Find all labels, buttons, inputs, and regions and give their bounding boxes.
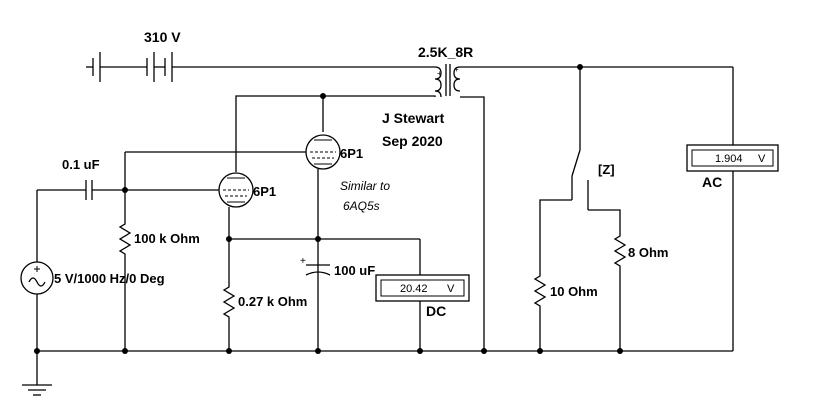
tube-upper[interactable] xyxy=(305,134,341,170)
transformer-label: 2.5K_8R xyxy=(418,44,473,60)
cathode-capacitor[interactable]: + xyxy=(300,256,331,276)
svg-text:+: + xyxy=(300,256,306,267)
source-label: 5 V/1000 Hz/0 Deg xyxy=(54,271,165,286)
load-10-ohm[interactable] xyxy=(533,272,547,351)
svg-text:+: + xyxy=(454,65,459,74)
load-10-label: 10 Ohm xyxy=(550,284,598,299)
cathode-resistor[interactable] xyxy=(222,239,236,351)
note-line2: 6AQ5s xyxy=(343,199,380,213)
dc-meter-value: 20.42 xyxy=(400,283,428,295)
ac-meter-unit: V xyxy=(758,153,766,165)
cathode-resistor-label: 0.27 k Ohm xyxy=(238,294,307,309)
svg-text:+: + xyxy=(437,69,442,78)
grid-resistor-label: 100 k Ohm xyxy=(134,231,200,246)
tube-lower[interactable] xyxy=(218,172,254,208)
ac-meter-label: AC xyxy=(702,174,722,190)
tube-lower-label: 6P1 xyxy=(253,184,276,199)
output-switch[interactable] xyxy=(571,149,589,210)
switch-key: [Z] xyxy=(598,162,615,177)
author-date: Sep 2020 xyxy=(382,133,443,149)
wire-switch-right xyxy=(588,209,621,232)
tube-upper-label: 6P1 xyxy=(340,146,363,161)
author-name: J Stewart xyxy=(382,110,445,126)
battery-310v[interactable] xyxy=(86,52,173,82)
dc-meter-label: DC xyxy=(426,303,446,319)
load-8-ohm[interactable] xyxy=(613,232,627,351)
wire-secondary-return xyxy=(460,96,485,351)
wire-switch-left xyxy=(539,199,572,272)
note-line1: Similar to xyxy=(340,179,390,193)
ac-voltmeter[interactable]: 1.904 V xyxy=(686,144,779,172)
grid-resistor[interactable] xyxy=(118,220,132,351)
dc-meter-unit: V xyxy=(447,283,455,295)
coupling-cap-label: 0.1 uF xyxy=(62,157,100,172)
cathode-cap-label: 100 uF xyxy=(334,263,375,278)
ac-meter-value: 1.904 xyxy=(715,153,743,165)
dc-voltmeter[interactable]: 20.42 V xyxy=(375,274,470,302)
coupling-capacitor[interactable] xyxy=(85,180,93,200)
battery-label: 310 V xyxy=(144,29,181,45)
ac-source[interactable] xyxy=(20,261,54,295)
load-8-label: 8 Ohm xyxy=(628,245,668,260)
ground-symbol xyxy=(22,384,52,396)
output-transformer[interactable]: + + xyxy=(434,64,461,98)
